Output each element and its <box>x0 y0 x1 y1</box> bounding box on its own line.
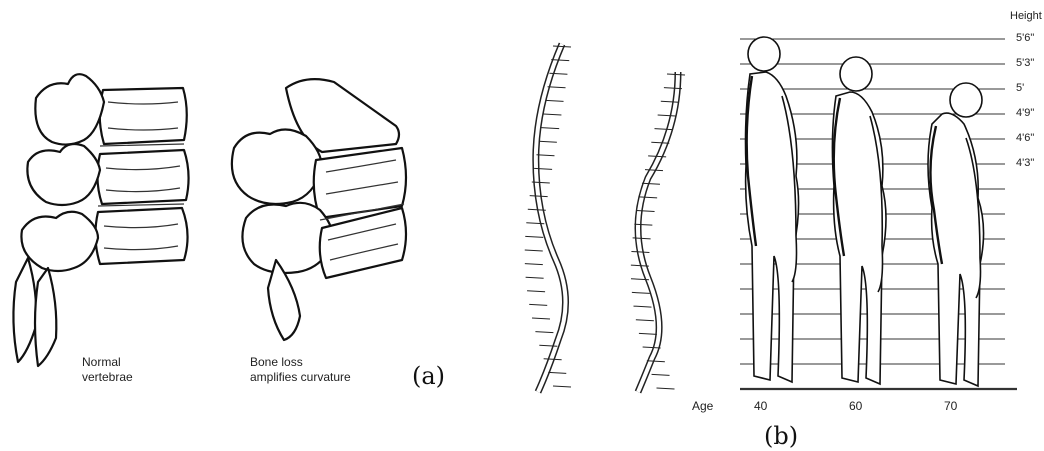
vertebra-tick <box>525 264 543 265</box>
vertebra-tick <box>530 196 548 197</box>
vertebra-tick <box>633 306 651 307</box>
caption-line: amplifies curvature <box>250 370 351 385</box>
vertebra-tick <box>543 114 561 115</box>
vertebra-tick <box>632 292 650 293</box>
bone-loss-vertebrae-illustration <box>226 68 416 348</box>
vertebra-tick <box>639 333 657 334</box>
vertebra-tick <box>656 388 674 389</box>
vertebra-tick <box>532 318 550 319</box>
height-mark: 4'3" <box>1016 157 1034 169</box>
vertebra-tick <box>535 332 553 333</box>
height-mark: 5'6" <box>1016 32 1034 44</box>
vertebra-tick <box>636 320 654 321</box>
vertebra-tick <box>645 170 663 171</box>
panel-b-label: (b) <box>764 422 798 450</box>
vertebra-tick <box>546 100 564 101</box>
caption-line: Bone loss <box>250 355 351 370</box>
normal-vertebrae-caption: Normal vertebrae <box>82 355 133 385</box>
vertebra-tick <box>527 291 545 292</box>
curved-spine-illustration <box>608 68 698 398</box>
vertebra-tick <box>553 46 571 47</box>
age-label-70: 70 <box>944 399 957 413</box>
height-mark: 5'3" <box>1016 57 1034 69</box>
vertebra-tick <box>525 250 543 251</box>
vertebra-tick <box>652 374 670 375</box>
height-mark: 5' <box>1016 82 1024 94</box>
age-axis-title: Age <box>692 399 713 413</box>
age-label-60: 60 <box>849 399 862 413</box>
vertebra-tick <box>631 251 649 252</box>
height-mark: 4'6" <box>1016 132 1034 144</box>
vertebra-tick <box>539 141 557 142</box>
vertebra-tick <box>525 236 543 237</box>
height-mark: 4'9" <box>1016 107 1034 119</box>
bone-loss-caption: Bone loss amplifies curvature <box>250 355 351 385</box>
vertebra-tick <box>541 128 559 129</box>
vertebra-tick <box>548 372 566 373</box>
normal-spine-illustration <box>508 40 588 400</box>
vertebra-tick <box>667 74 685 75</box>
figure-age-40 <box>730 36 810 391</box>
vertebra-tick <box>529 304 547 305</box>
caption-line: Normal <box>82 355 133 370</box>
normal-vertebrae-illustration <box>8 62 208 392</box>
figure-age-70 <box>918 78 1008 393</box>
panel-a-label: (a) <box>412 362 445 390</box>
vertebra-tick <box>548 87 566 88</box>
height-axis-title: Height <box>1010 10 1042 22</box>
age-label-40: 40 <box>754 399 767 413</box>
vertebra-tick <box>544 359 562 360</box>
caption-line: vertebrae <box>82 370 133 385</box>
vertebra-tick <box>526 277 544 278</box>
figure-age-60 <box>818 56 898 391</box>
vertebra-tick <box>553 386 571 387</box>
